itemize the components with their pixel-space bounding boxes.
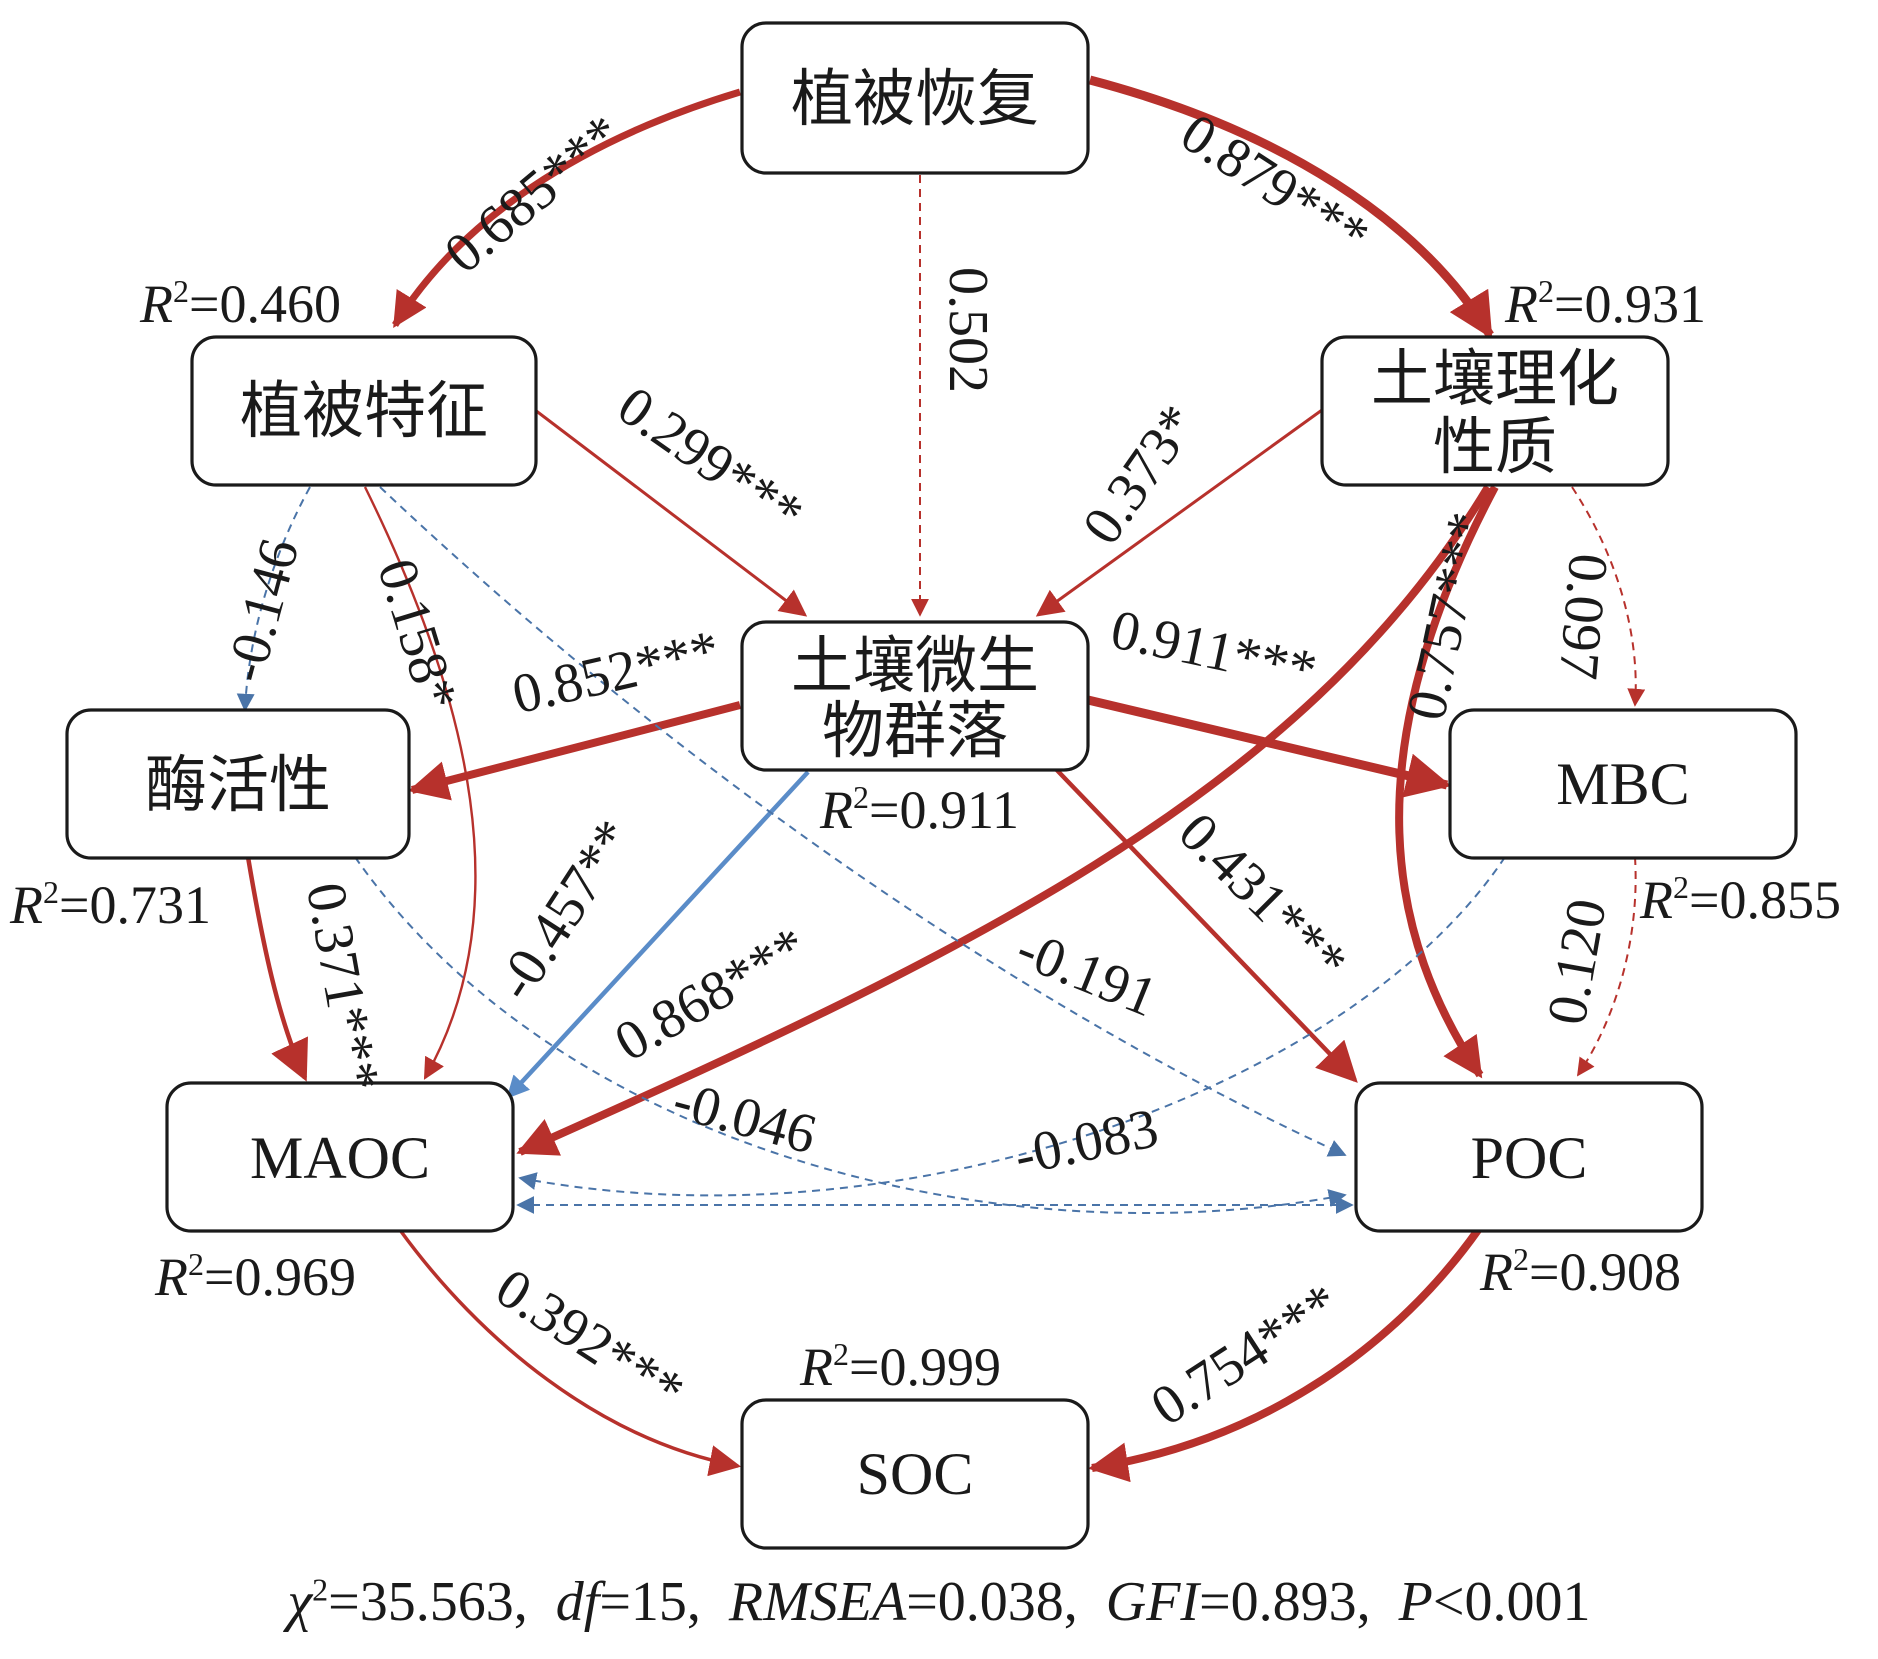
coef-p16: 0.371*** xyxy=(294,878,392,1096)
model-fit-statistics: χ2=35.563, df=15, RMSEA=0.038, GFI=0.893… xyxy=(0,1570,1878,1634)
path-microbe-to-maoc xyxy=(506,770,810,1099)
coef-p10: 0.757*** xyxy=(1395,507,1499,725)
coef-p19: 0.120 xyxy=(1536,894,1619,1029)
fit-rmsea-value: =0.038 xyxy=(906,1571,1064,1633)
path-veg-traits-to-poc xyxy=(379,486,1347,1157)
node-label: 植被恢复 xyxy=(791,62,1039,135)
fit-separator: , xyxy=(686,1571,729,1633)
path-mbc-to-poc xyxy=(1576,856,1637,1077)
coef-p3: 0.502 xyxy=(937,267,999,393)
path-veg-traits-to-maoc xyxy=(363,486,477,1080)
path-soil-props-to-mbc xyxy=(1571,486,1646,707)
node-mbc: MBC xyxy=(1448,708,1798,860)
path-veg-traits-to-microbe xyxy=(534,408,808,617)
fit-rmsea-symbol: RMSEA xyxy=(728,1571,907,1633)
node-maoc: MAOC xyxy=(165,1081,515,1233)
path-soil-props-to-poc xyxy=(1395,485,1499,1079)
r2-soil-props: R2=0.931 xyxy=(1504,273,1706,334)
node-label-line2: 性质 xyxy=(1433,410,1557,483)
path-poc-to-soc xyxy=(1088,1227,1482,1483)
coef-p8: 0.852*** xyxy=(507,619,726,727)
fit-chi-value: =35.563 xyxy=(328,1571,514,1633)
r2-mbc: R2=0.855 xyxy=(1639,869,1841,930)
r2-soc: R2=0.999 xyxy=(799,1336,1001,1397)
path-arrows xyxy=(236,75,1646,1483)
r2-poc: R2=0.908 xyxy=(1479,1241,1681,1302)
node-soil-props: 土壤理化 性质 xyxy=(1320,335,1670,487)
path-microbe-to-poc xyxy=(1050,763,1358,1083)
r2-enzyme: R2=0.731 xyxy=(9,874,211,935)
path-soil-props-to-microbe xyxy=(1035,408,1323,617)
path-enzyme-to-maoc xyxy=(245,856,308,1082)
node-poc: POC xyxy=(1354,1081,1704,1233)
node-soc: SOC xyxy=(740,1398,1090,1550)
node-label-line1: 土壤理化 xyxy=(1371,342,1619,415)
path-maoc-to-soc xyxy=(398,1228,742,1477)
node-label-line2: 物群落 xyxy=(822,694,1008,767)
coef-p1: 0.685*** xyxy=(433,103,634,285)
r2-veg-traits: R2=0.460 xyxy=(139,273,341,334)
coef-p12: -0.457** xyxy=(484,809,645,1011)
node-veg-restoration: 植被恢复 xyxy=(740,21,1090,175)
coef-p14: 0.431*** xyxy=(1167,801,1359,993)
path-mbc-to-maoc xyxy=(518,856,1506,1197)
coef-p7: 0.158* xyxy=(365,552,469,717)
fit-p-symbol: P xyxy=(1398,1571,1433,1633)
path-soil-props-to-maoc xyxy=(516,484,1492,1156)
node-label: MAOC xyxy=(250,1125,430,1191)
node-microbe: 土壤微生 物群落 xyxy=(740,620,1090,772)
node-enzyme: 酶活性 xyxy=(65,708,411,860)
path-veg-restoration-to-soil-props xyxy=(1088,75,1494,339)
node-label: POC xyxy=(1471,1125,1588,1191)
node-veg-traits: 植被特征 xyxy=(190,335,538,487)
fit-separator: , xyxy=(1063,1571,1106,1633)
fit-df-symbol: df xyxy=(555,1571,600,1633)
coef-p2: 0.879*** xyxy=(1170,102,1380,268)
fit-separator: , xyxy=(513,1571,556,1633)
coef-p6: -0.146 xyxy=(214,532,311,688)
fit-chi-symbol: χ xyxy=(287,1571,313,1633)
path-veg-restoration-to-veg-traits xyxy=(392,88,742,328)
coef-p18: -0.083 xyxy=(1009,1097,1163,1188)
node-label: 酶活性 xyxy=(145,748,331,821)
node-label: 植被特征 xyxy=(240,374,488,447)
node-label-line1: 土壤微生 xyxy=(791,629,1039,702)
fit-p-value: <0.001 xyxy=(1432,1571,1591,1633)
fit-gfi-value: =0.893 xyxy=(1199,1571,1357,1633)
coef-p20: 0.392*** xyxy=(485,1257,695,1423)
fit-gfi-symbol: GFI xyxy=(1105,1571,1200,1633)
coef-p21: 0.754*** xyxy=(1140,1272,1350,1438)
coef-p11: 0.097 xyxy=(1547,551,1620,682)
coef-p4: 0.299*** xyxy=(607,375,815,546)
node-label: SOC xyxy=(857,1441,974,1507)
coef-p15: -0.191 xyxy=(1008,917,1165,1029)
fit-separator: , xyxy=(1356,1571,1399,1633)
coef-p9: 0.911*** xyxy=(1106,598,1322,702)
path-veg-traits-to-enzyme xyxy=(236,486,311,712)
path-microbe-to-enzyme xyxy=(408,701,742,801)
r2-maoc: R2=0.969 xyxy=(154,1246,356,1307)
coef-p5: 0.373* xyxy=(1071,394,1210,556)
fit-df-value: =15 xyxy=(599,1571,687,1633)
r2-microbe: R2=0.911 xyxy=(819,779,1019,840)
coef-p13: 0.868*** xyxy=(605,915,818,1074)
fit-chi-sup: 2 xyxy=(312,1571,329,1608)
coef-p17: -0.046 xyxy=(667,1069,823,1166)
node-label: MBC xyxy=(1556,751,1689,817)
